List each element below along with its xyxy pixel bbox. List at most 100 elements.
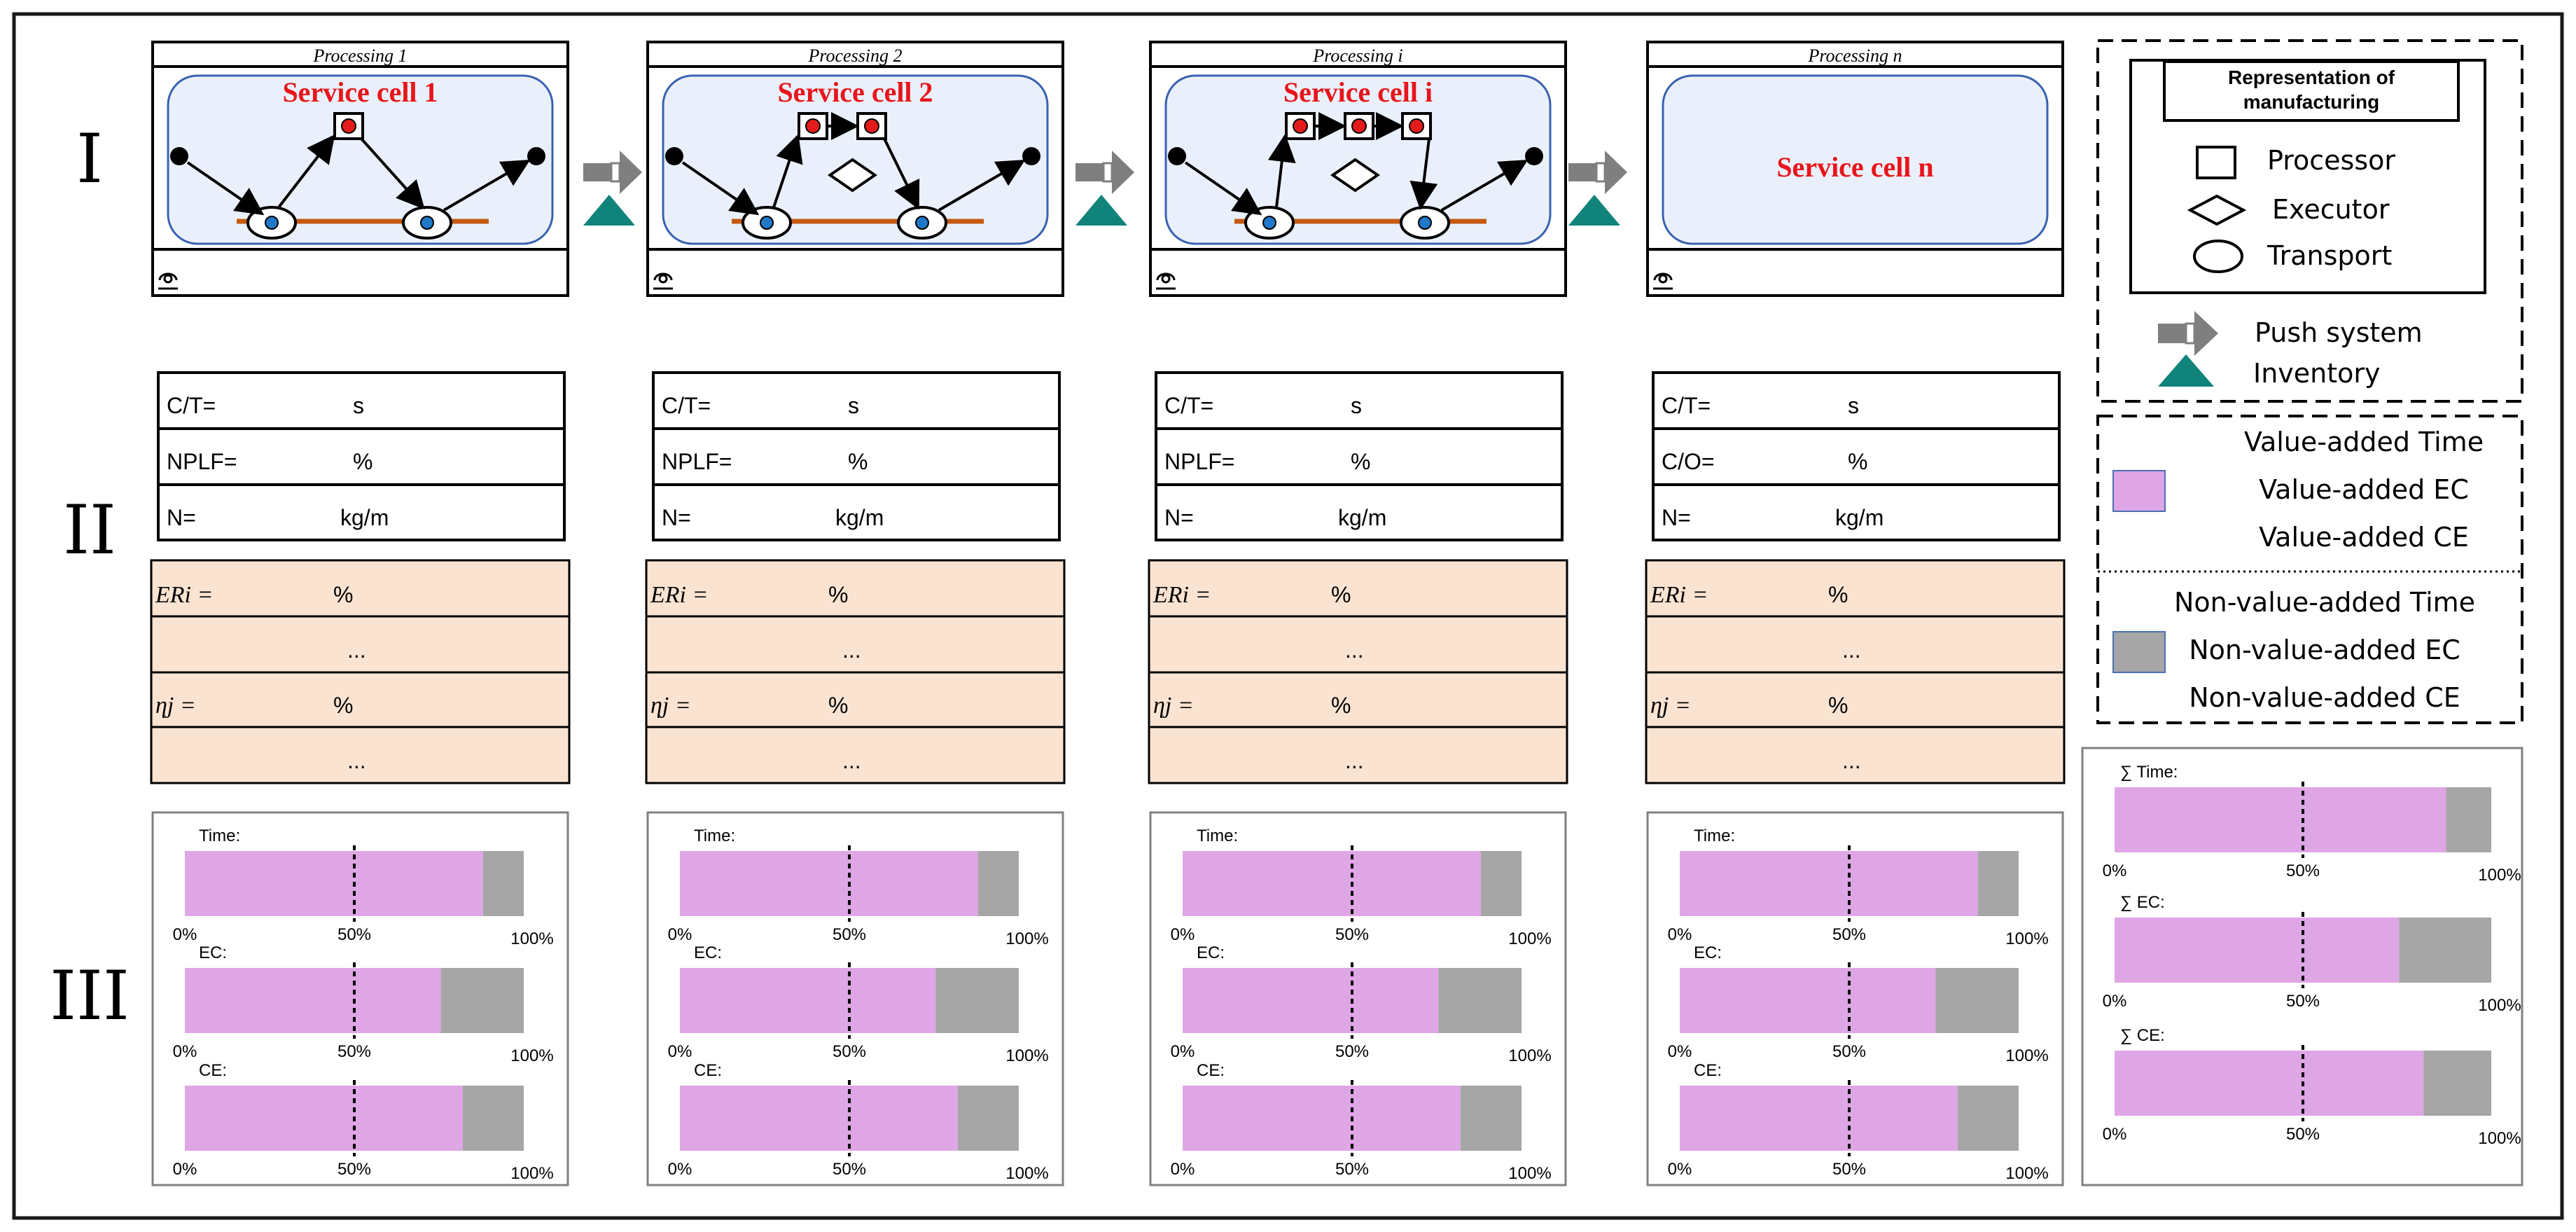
env-unit: ... (1345, 748, 1364, 773)
bar-label: Time: (199, 826, 240, 845)
param-label: NPLF= (1164, 449, 1234, 474)
push-system-arrow-gap (610, 162, 621, 183)
bar-label: EC: (1197, 943, 1225, 962)
tick-label-0: 0% (1668, 1160, 1692, 1179)
value-added-bar (1680, 851, 1978, 916)
tick-label-100: 100% (2478, 1129, 2521, 1148)
flow-link (186, 161, 265, 216)
sink-node (1525, 147, 1543, 165)
bar-label: Time: (694, 826, 735, 845)
tick-label-0: 0% (1171, 1042, 1195, 1061)
param-unit: kg/m (1835, 505, 1884, 530)
processor-symbol (1401, 112, 1432, 140)
transport-node (1418, 216, 1432, 230)
bar-label: EC: (199, 943, 227, 962)
tick-label-0: 0% (173, 1042, 197, 1061)
tick-label-100: 100% (1508, 929, 1551, 948)
env-unit: ... (1345, 637, 1364, 663)
row-label-3: III (50, 957, 130, 1035)
push-system-arrow-gap (1595, 162, 1606, 183)
transport-node (915, 216, 929, 230)
value-added-bar (185, 1086, 463, 1151)
value-added-legend-label: Value-added Time (2244, 427, 2484, 457)
tick-label-100: 100% (510, 1046, 553, 1065)
non-value-added-legend-label: Non-value-added CE (2189, 682, 2460, 713)
param-unit: kg/m (1338, 505, 1386, 530)
env-unit: ... (842, 748, 861, 773)
param-label: NPLF= (167, 449, 237, 474)
process-header: Processing i (1312, 46, 1402, 66)
bar-label: Time: (1197, 826, 1238, 845)
tick-label-50: 50% (1832, 1160, 1866, 1179)
non-value-added-bar (482, 851, 524, 916)
value-added-bar (185, 968, 441, 1033)
value-added-bar (1680, 968, 1936, 1033)
process-header: Processing n (1807, 46, 1902, 66)
param-unit: s (1848, 393, 1859, 418)
value-added-bar (1183, 1086, 1461, 1151)
param-unit: s (353, 393, 364, 418)
legend-title-box (2163, 60, 2460, 122)
tick-label-50: 50% (337, 925, 371, 944)
tick-label-50: 50% (833, 1042, 866, 1061)
param-table (1155, 371, 1564, 541)
operator-icon-eye (658, 274, 668, 284)
tick-label-100: 100% (2478, 866, 2521, 885)
executor-symbol (1330, 158, 1381, 193)
tick-label-100: 100% (1508, 1046, 1551, 1065)
source-node (170, 147, 188, 165)
param-unit: % (848, 449, 868, 474)
bar-label: EC: (694, 943, 722, 962)
executor-legend-label: Executor (2272, 194, 2390, 225)
tick-label-50: 50% (2286, 1125, 2320, 1144)
push-system-arrow (1568, 163, 1596, 181)
inventory-legend-icon (2158, 354, 2214, 387)
service-cell-title: Service cell i (1283, 76, 1433, 108)
env-label: ERi = (650, 582, 708, 608)
flow-link (772, 134, 803, 208)
service-cell-title: Service cell 1 (282, 76, 438, 108)
bar-label: CE: (1197, 1061, 1225, 1080)
tick-label-0: 0% (173, 1160, 197, 1179)
value-added-bar (2115, 1051, 2424, 1116)
process-header: Processing 1 (312, 46, 407, 66)
param-label: NPLF= (662, 449, 732, 474)
non-value-added-bar (977, 851, 1019, 916)
tick-label-0: 0% (1668, 925, 1692, 944)
tick-label-100: 100% (2005, 1046, 2048, 1065)
param-unit: % (1848, 449, 1867, 474)
env-unit: % (333, 693, 353, 718)
param-label: N= (167, 505, 196, 530)
legend: Representation ofmanufacturingProcessorE… (2096, 39, 2523, 724)
env-unit: % (1828, 582, 1848, 607)
param-label: N= (1164, 505, 1194, 530)
tick-label-0: 0% (2103, 992, 2127, 1011)
push-system-arrow-head (1112, 151, 1134, 194)
param-unit: % (353, 449, 373, 474)
env-label: ηj = (1153, 693, 1194, 719)
push-system-legend-icon (2158, 324, 2186, 343)
transport-legend-label: Transport (2267, 240, 2392, 271)
bar-label: Time: (1694, 826, 1735, 845)
env-label: ηj = (1650, 693, 1691, 719)
service-cell-title: Service cell 2 (777, 76, 933, 108)
env-unit: ... (347, 748, 366, 773)
flow-link (360, 137, 425, 209)
non-value-added-bar (1480, 851, 1522, 916)
env-unit: % (1331, 582, 1351, 607)
non-value-added-bar (2446, 787, 2491, 852)
push-system-arrow-head (1605, 151, 1627, 194)
param-label: N= (1662, 505, 1691, 530)
value-added-legend-label: Value-added EC (2259, 474, 2469, 505)
tick-label-50: 50% (1832, 925, 1866, 944)
value-added-bar (680, 1086, 958, 1151)
non-value-added-bar (2399, 918, 2491, 983)
transport-legend-icon (2193, 240, 2243, 273)
inventory-legend-label: Inventory (2253, 358, 2381, 389)
operator-icon-eye (1658, 274, 1668, 284)
executor-symbol (827, 158, 878, 193)
bar-label: CE: (199, 1061, 227, 1080)
tick-label-100: 100% (2478, 996, 2521, 1015)
